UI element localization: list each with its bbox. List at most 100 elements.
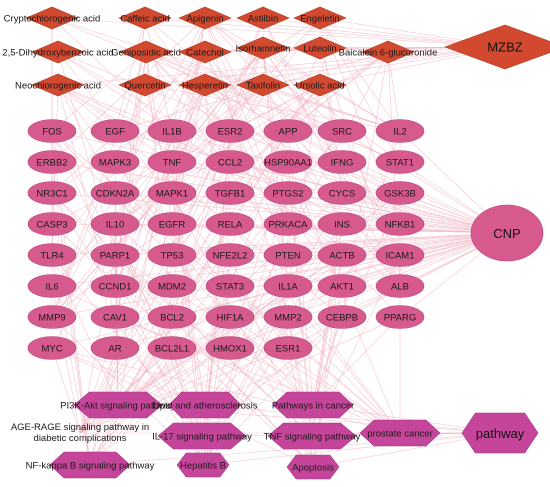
compound-label: Taxifolin <box>246 80 280 91</box>
compound-node-baicalein-6-glucuronide: Baicalein 6-glucuronide <box>339 40 438 64</box>
compound-label: 2,5-Dihydroxybenzoic acid <box>2 47 113 58</box>
target-ellipse <box>263 119 313 143</box>
target-node-actb: ACTB <box>317 243 367 267</box>
compound-label: Ursolic acid <box>295 80 344 91</box>
compound-node-taxifolin: Taxifolin <box>236 73 290 97</box>
compound-diamond <box>119 40 173 64</box>
compound-node-neochlorogenic-acid: Neochlorogenic acid <box>15 73 101 97</box>
target-label: MAPK3 <box>99 157 131 168</box>
target-node-mmp9: MMP9 <box>27 305 77 329</box>
target-ellipse <box>27 119 77 143</box>
target-label: BCL2L1 <box>155 343 189 354</box>
target-ellipse <box>90 119 140 143</box>
target-label: CYCS <box>329 188 355 199</box>
target-ellipse <box>263 336 313 360</box>
target-label: MAPK1 <box>156 188 188 199</box>
target-node-rela: RELA <box>205 212 255 236</box>
target-node-icam1: ICAM1 <box>375 243 425 267</box>
target-node-pten: PTEN <box>263 243 313 267</box>
target-node-cdkn2a: CDKN2A <box>90 181 140 205</box>
target-ellipse <box>147 243 197 267</box>
target-ellipse <box>317 119 367 143</box>
target-node-akt1: AKT1 <box>317 274 367 298</box>
target-label: FOS <box>42 126 62 137</box>
target-ellipse <box>205 274 255 298</box>
pathway-hexagon <box>49 451 131 479</box>
target-label: HIF1A <box>217 312 245 323</box>
target-ellipse <box>27 336 77 360</box>
compound-label: Quercetin <box>124 80 165 91</box>
target-ellipse <box>375 150 425 174</box>
target-label: TP53 <box>161 250 184 261</box>
target-ellipse <box>147 212 197 236</box>
target-label: ESR1 <box>276 343 301 354</box>
target-node-nfe2l2: NFE2L2 <box>205 243 255 267</box>
pathway-node-lipid-and-atherosclerosis: Lipid and atherosclerosis <box>152 391 258 419</box>
compound-diamond <box>178 40 232 64</box>
compound-label: Catechol <box>186 47 224 58</box>
target-node-tnf: TNF <box>147 150 197 174</box>
target-node-nfkb1: NFKB1 <box>375 212 425 236</box>
target-node-fos: FOS <box>27 119 77 143</box>
target-ellipse <box>205 305 255 329</box>
target-node-pparg: PPARG <box>375 305 425 329</box>
target-label: INS <box>334 219 350 230</box>
target-label: NFKB1 <box>385 219 416 230</box>
pathway-hexagon <box>286 454 340 480</box>
target-ellipse <box>375 212 425 236</box>
target-ellipse <box>205 119 255 143</box>
target-ellipse <box>147 336 197 360</box>
target-ellipse <box>27 150 77 174</box>
target-node-hsp90aa1: HSP90AA1 <box>263 150 313 174</box>
target-node-cycs: CYCS <box>317 181 367 205</box>
target-label: EGF <box>105 126 125 137</box>
compound-node-isorhamnetin: Isorhamnetin <box>236 36 290 60</box>
compound-node-luteolin: Luteolin <box>293 36 347 60</box>
target-label: RELA <box>218 219 243 230</box>
compound-node-quercetin: Quercetin <box>118 73 172 97</box>
pathway-node-pathways-in-cancer: Pathways in cancer <box>272 391 354 419</box>
target-ellipse <box>27 274 77 298</box>
pathway-node-prostate-cancer: prostate cancer <box>359 419 441 447</box>
target-node-il10: IL10 <box>90 212 140 236</box>
compound-diamond <box>25 6 79 30</box>
target-node-prkaca: PRKACA <box>263 212 313 236</box>
pathway-hexagon <box>168 391 242 419</box>
target-label: ERBB2 <box>36 157 67 168</box>
target-node-tlr4: TLR4 <box>27 243 77 267</box>
target-label: PPARG <box>384 312 417 323</box>
target-ellipse <box>147 150 197 174</box>
hub-cnp: CNP <box>470 204 544 262</box>
target-label: AR <box>108 343 121 354</box>
target-ellipse <box>263 305 313 329</box>
target-label: PTEN <box>275 250 300 261</box>
compound-label: Baicalein 6-glucuronide <box>339 47 438 58</box>
target-label: PRKACA <box>268 219 308 230</box>
target-label: PTGS2 <box>272 188 303 199</box>
hub-label: pathway <box>476 426 525 441</box>
target-node-alb: ALB <box>375 274 425 298</box>
target-node-bcl2: BCL2 <box>147 305 197 329</box>
target-label: MMP9 <box>38 312 65 323</box>
target-ellipse <box>205 181 255 205</box>
compound-node-astilbin: Astilbin <box>236 6 290 30</box>
target-ellipse <box>317 212 367 236</box>
pathway-hexagon <box>157 422 247 450</box>
target-ellipse <box>27 243 77 267</box>
target-node-tp53: TP53 <box>147 243 197 267</box>
pathway-node-il-17-signaling-pathway: IL-17 signaling pathway <box>152 422 252 450</box>
pathway-node-tnf-signaling-pathway: TNF signaling pathway <box>264 422 361 450</box>
target-node-cebpb: CEBPB <box>317 305 367 329</box>
compound-label: Engeletin <box>300 13 340 24</box>
pathway-label: NF-kappa B signaling pathway <box>26 460 155 471</box>
target-node-casp3: CASP3 <box>27 212 77 236</box>
pathway-hexagon <box>267 422 357 450</box>
pathway-node-nf-kappa-b-signaling-pathway: NF-kappa B signaling pathway <box>26 451 155 479</box>
target-node-il1b: IL1B <box>147 119 197 143</box>
target-node-esr2: ESR2 <box>205 119 255 143</box>
compound-diamond <box>236 73 290 97</box>
target-ellipse <box>27 305 77 329</box>
target-label: CEBPB <box>326 312 358 323</box>
